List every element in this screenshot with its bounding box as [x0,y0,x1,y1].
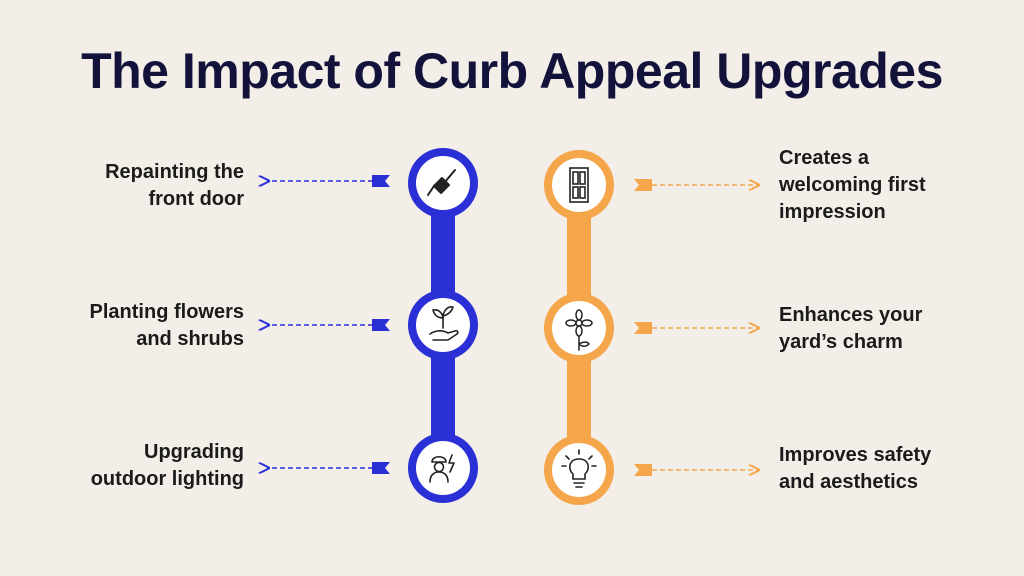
upgrade-label-lighting: Upgrading outdoor lighting [90,441,244,490]
upgrade-label-repainting: Repainting the front door [105,161,244,210]
lightbulb-icon [561,449,597,488]
plant-in-hand-icon [429,306,459,341]
electrician-icon [429,454,455,483]
upgrade-label-planting: Planting flowers and shrubs [89,301,244,350]
left-arrow-2 [267,319,390,331]
right-arrow-3 [634,464,757,476]
left-node-2 [408,290,478,360]
page-title: The Impact of Curb Appeal Upgrades [81,43,943,99]
right-node-2 [544,293,614,363]
flower-icon [565,309,593,351]
left-node-3 [408,433,478,503]
door-icon [569,167,589,203]
paintbrush-icon [427,169,456,196]
right-node-1 [544,150,614,220]
right-arrow-2 [634,322,757,334]
left-arrow-1 [267,175,390,187]
impact-label-safety: Improves safety and aesthetics [779,444,932,493]
right-node-3 [544,435,614,505]
right-arrow-1 [634,179,757,191]
left-node-1 [408,148,478,218]
left-arrow-3 [267,462,390,474]
impact-label-charm: Enhances your yard’s charm [779,304,923,353]
impact-label-welcoming: Creates a welcoming first impression [779,147,926,223]
